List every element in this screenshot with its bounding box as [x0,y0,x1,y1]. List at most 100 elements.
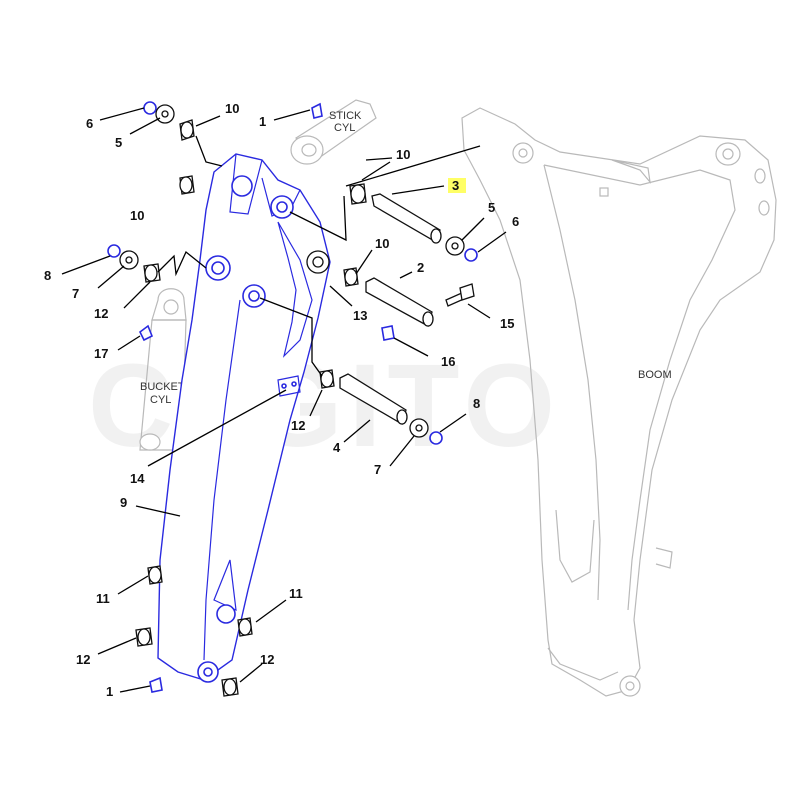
stick-bucket-pin-bore [203,667,213,677]
part-11-bushing-face-bottom-right [238,618,252,636]
callout-1-bottom: 1 [106,684,113,699]
bucket-cylinder-base-eye [139,433,161,451]
stick-side-web [277,221,313,358]
boom-hole-2 [758,200,770,216]
part-7-washer-hole-left [125,256,133,264]
leader-4-to-stick [259,297,323,377]
leader-1a [273,109,311,121]
callout-1-top: 1 [259,114,266,129]
leader-14 [147,389,287,467]
callout-12-bottom-right: 12 [260,652,274,667]
leader-7b [389,435,415,467]
callout-8-right: 8 [473,396,480,411]
leader-2 [399,271,413,279]
callout-3: 3 [452,178,459,193]
part-14-bolt-a [281,383,287,389]
boom-foot-edge [547,647,619,681]
bucket-cyl-label-line2: CYL [150,394,171,406]
callout-7-right: 7 [374,462,381,477]
callout-numbers: 6 5 10 1 10 3 10 5 6 8 10 2 7 12 13 15 1… [44,101,519,699]
part-1-grease-fitting-top [311,102,323,119]
part-3-pin-end [430,228,442,244]
stick-bucket-cyl-bore [211,261,225,275]
callout-16: 16 [441,354,455,369]
leader-3 [391,185,445,195]
leader-12a-to-stick [157,250,207,277]
part-10-bushing-face-pin2 [344,268,358,286]
part-12-bushing-face-bottom-left [137,628,151,646]
part-6-lock-ring-right [464,248,478,262]
leader-3-to-bushing [289,195,347,242]
leader-10b-short [365,157,393,161]
callout-12-pin4: 12 [291,418,305,433]
leader-1b [119,685,151,693]
part-10-bushing-face-left [179,176,193,194]
part-12-bushing-face-left-top [144,264,158,282]
leader-10b [361,161,391,181]
parts [107,101,478,697]
boom-foot-pin-bore [625,681,635,691]
callout-11-left: 11 [96,591,110,606]
callout-17: 17 [94,346,108,361]
part-5-washer-hole-right [451,242,459,250]
leader-16 [393,337,429,357]
leader-17 [117,335,141,351]
boom-outline [461,107,777,697]
stick-link-pin-boss [216,604,236,624]
part-7-washer-hole-right [415,424,423,432]
callout-9: 9 [120,495,127,510]
leader-10a [195,115,221,127]
leader-9 [135,505,181,517]
part-12-bushing-face-pin4 [320,370,334,388]
boom-pin-bore-left [518,148,528,158]
leader-11a [117,575,149,595]
part-4-pin-end [396,409,408,425]
part-10-bushing-face-top-left [180,121,194,139]
stick-body-outline [157,153,331,681]
leader-10d [355,249,373,275]
leader-12c [97,637,137,655]
part-2-pin-end [422,311,434,327]
callout-10-top: 10 [225,101,239,116]
callout-4: 4 [333,440,341,455]
bucket-cylinder-eye-bore [163,299,179,315]
part-13-spacer-hole [312,256,324,268]
callout-10-right-top: 10 [396,147,410,162]
boom-pin-bore-right [722,148,734,160]
stick-cyl-label-line1: STICK [329,110,362,122]
leader-lines [61,107,507,693]
boom-inner-edge-left [543,164,601,601]
leader-8a [61,255,111,275]
callout-5-right: 5 [488,200,495,215]
part-12-bushing-face-bottom-right [223,678,237,696]
part-6-lock-ring-top-left [143,101,157,115]
boom-web-cutout [555,509,595,583]
part-10-bushing-face-right-top [350,184,366,204]
part-8-lock-ring-left [107,244,121,258]
callout-5-top-left: 5 [115,135,122,150]
stick-cyl-label-line2: CYL [334,122,355,134]
leader-12d [239,663,263,683]
leader-4 [343,419,371,443]
callout-10-pin2: 10 [375,236,389,251]
leader-11b [255,599,287,623]
part-14-bolt-b [291,381,297,387]
leader-5a [129,117,161,135]
callout-14: 14 [130,471,145,486]
leader-15 [467,303,491,319]
callout-6-right: 6 [512,214,519,229]
callout-2: 2 [417,260,424,275]
leader-13 [329,285,353,307]
stick-cylinder-ghost: STICK CYL [290,99,377,165]
leader-12b [309,389,323,417]
part-16-nut [381,325,395,341]
callout-12-left-top: 12 [94,306,108,321]
part-3-pin [371,193,441,243]
leader-6a [99,107,145,121]
callout-15: 15 [500,316,514,331]
bucket-cyl-label-line1: BUCKET [140,381,185,393]
leader-12a [123,281,151,309]
stick-top-boss-left [231,175,253,197]
callout-12-bottom-left: 12 [76,652,90,667]
